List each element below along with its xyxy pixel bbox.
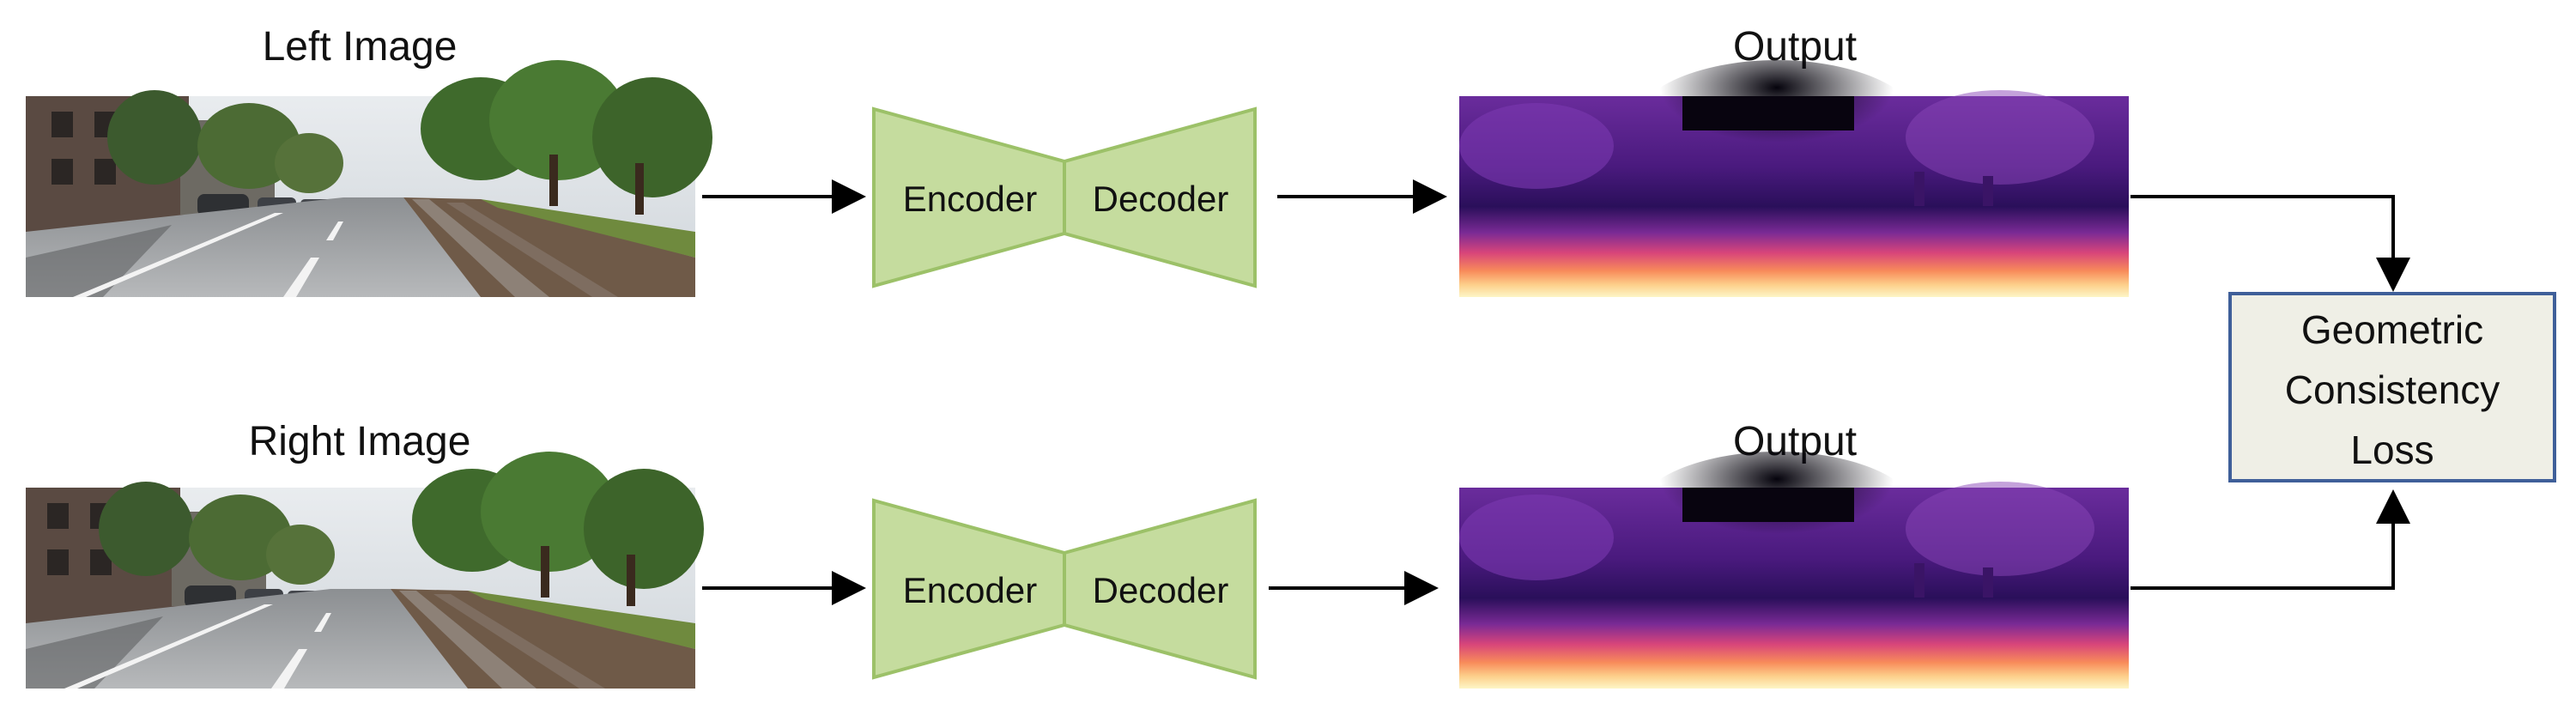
connector-top-output-to-loss xyxy=(2131,195,2410,292)
encoder-decoder-network-top: Encoder Decoder xyxy=(872,106,1257,288)
connector-bottom-output-to-loss xyxy=(2131,489,2410,590)
depth-map-output-bottom xyxy=(1459,452,2129,689)
decoder-label: Decoder xyxy=(1093,179,1229,219)
row-right: Right Image xyxy=(26,419,2129,689)
geometric-consistency-loss-box xyxy=(2228,292,2556,482)
left-image-label: Left Image xyxy=(263,24,458,70)
loss-line-1: Geometric xyxy=(2301,307,2483,352)
encoder-label: Encoder xyxy=(903,179,1037,219)
encoder-decoder-network-bottom: Encoder Decoder xyxy=(872,498,1257,680)
left-input-image xyxy=(26,60,712,297)
right-image-label: Right Image xyxy=(249,419,471,464)
loss-line-3: Loss xyxy=(2350,428,2434,472)
right-input-image xyxy=(26,452,704,689)
row-left: Left Image xyxy=(26,24,2129,297)
encoder-label: Encoder xyxy=(903,570,1037,610)
loss-branch: Geometric Consistency Loss xyxy=(2131,195,2556,590)
depth-map-output-top xyxy=(1459,60,2129,297)
decoder-block xyxy=(1063,106,1257,288)
loss-line-2: Consistency xyxy=(2285,367,2500,412)
decoder-block xyxy=(1063,498,1257,680)
decoder-label: Decoder xyxy=(1093,570,1229,610)
